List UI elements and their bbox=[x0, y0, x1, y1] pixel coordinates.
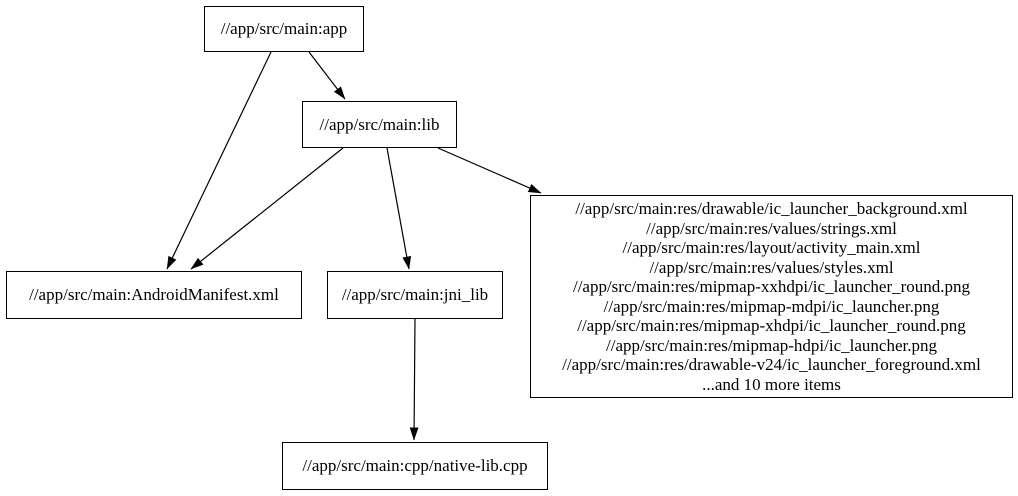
graph-node-jni-lib: //app/src/main:jni_lib bbox=[327, 271, 503, 319]
graph-node-lib-label: //app/src/main:lib bbox=[319, 114, 440, 134]
graph-node-native-lib-cpp: //app/src/main:cpp/native-lib.cpp bbox=[282, 442, 548, 490]
graph-node-android-manifest: //app/src/main:AndroidManifest.xml bbox=[6, 271, 302, 319]
graph-node-app-label: //app/src/main:app bbox=[220, 19, 348, 39]
graph-node-app: //app/src/main:app bbox=[204, 6, 364, 52]
edge-app-to-lib bbox=[308, 51, 346, 100]
edge-lib-to-jni-lib bbox=[386, 147, 412, 270]
graph-node-android-manifest-label: //app/src/main:AndroidManifest.xml bbox=[29, 285, 279, 305]
graph-node-res-files: //app/src/main:res/drawable/ic_launcher_… bbox=[530, 195, 1013, 398]
graph-node-lib: //app/src/main:lib bbox=[302, 101, 457, 148]
edge-jni-lib-to-native-lib-cpp bbox=[409, 318, 419, 441]
edge-lib-to-res-files bbox=[437, 147, 542, 194]
graph-node-jni-lib-label: //app/src/main:jni_lib bbox=[341, 285, 489, 305]
graph-node-res-files-label: //app/src/main:res/drawable/ic_launcher_… bbox=[562, 199, 981, 394]
graph-node-native-lib-cpp-label: //app/src/main:cpp/native-lib.cpp bbox=[302, 456, 528, 476]
edge-lib-to-android-manifest bbox=[190, 147, 344, 270]
edge-app-to-android-manifest bbox=[166, 51, 272, 270]
